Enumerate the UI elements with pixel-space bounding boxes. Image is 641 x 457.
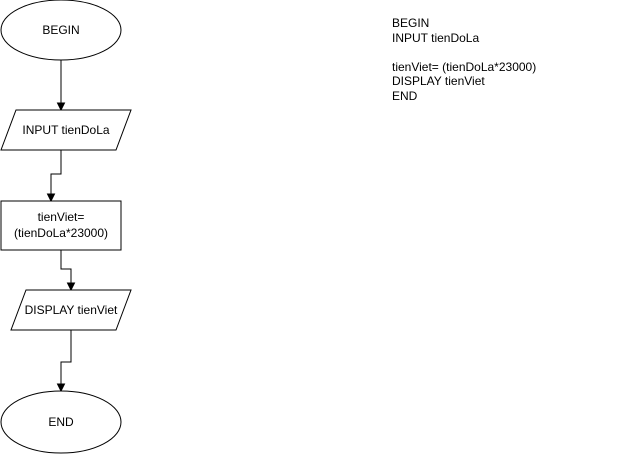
pseudocode-line: END (392, 88, 418, 103)
pseudocode-line: BEGIN (392, 16, 430, 30)
end-node: END (0, 390, 122, 454)
connector-begin-to-input (56, 60, 66, 112)
begin-label: BEGIN (42, 23, 79, 37)
pseudocode-line: INPUT tienDoLa (392, 30, 480, 45)
input-node: INPUT tienDoLa (0, 109, 132, 151)
connector-process-to-display (60, 250, 76, 292)
pseudocode-line (392, 45, 536, 60)
process-node: tienViet= (tienDoLa*23000) (0, 200, 122, 251)
pseudocode-line: DISPLAY tienViet (392, 74, 485, 89)
pseudocode-line: tienViet= (tienDoLa*23000) (392, 59, 537, 74)
connector-display-to-end (56, 330, 72, 393)
connector-input-to-process (46, 150, 62, 203)
process-label-line-2: (tienDoLa*23000) (14, 226, 108, 240)
begin-node: BEGIN (0, 0, 122, 61)
display-node: DISPLAY tienViet (10, 289, 132, 331)
process-label-line-1: tienViet= (38, 210, 85, 224)
end-label: END (48, 415, 74, 429)
display-label: DISPLAY tienViet (25, 303, 118, 317)
input-label: INPUT tienDoLa (22, 123, 109, 137)
